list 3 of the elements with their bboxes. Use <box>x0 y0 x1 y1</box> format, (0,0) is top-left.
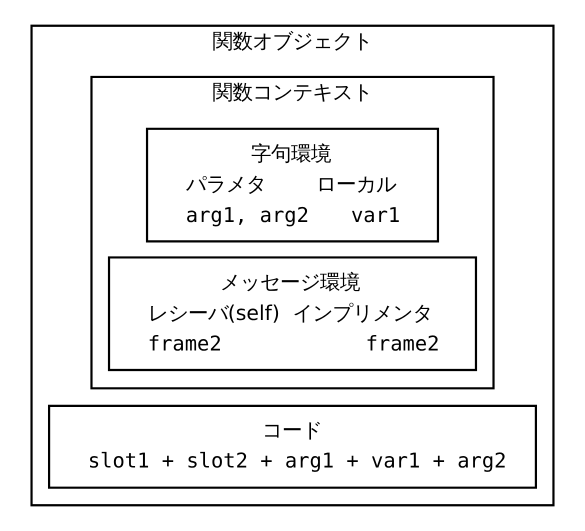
node-box: コード slot1 + slot2 + arg1 + var1 + arg2 <box>48 404 538 489</box>
node-box: メッセージ環境 レシーバ(self) インプリメンタ frame2 frame2 <box>108 256 478 372</box>
node-box: 字句環境 パラメタ ローカル arg1, arg2 var1 <box>146 128 440 242</box>
